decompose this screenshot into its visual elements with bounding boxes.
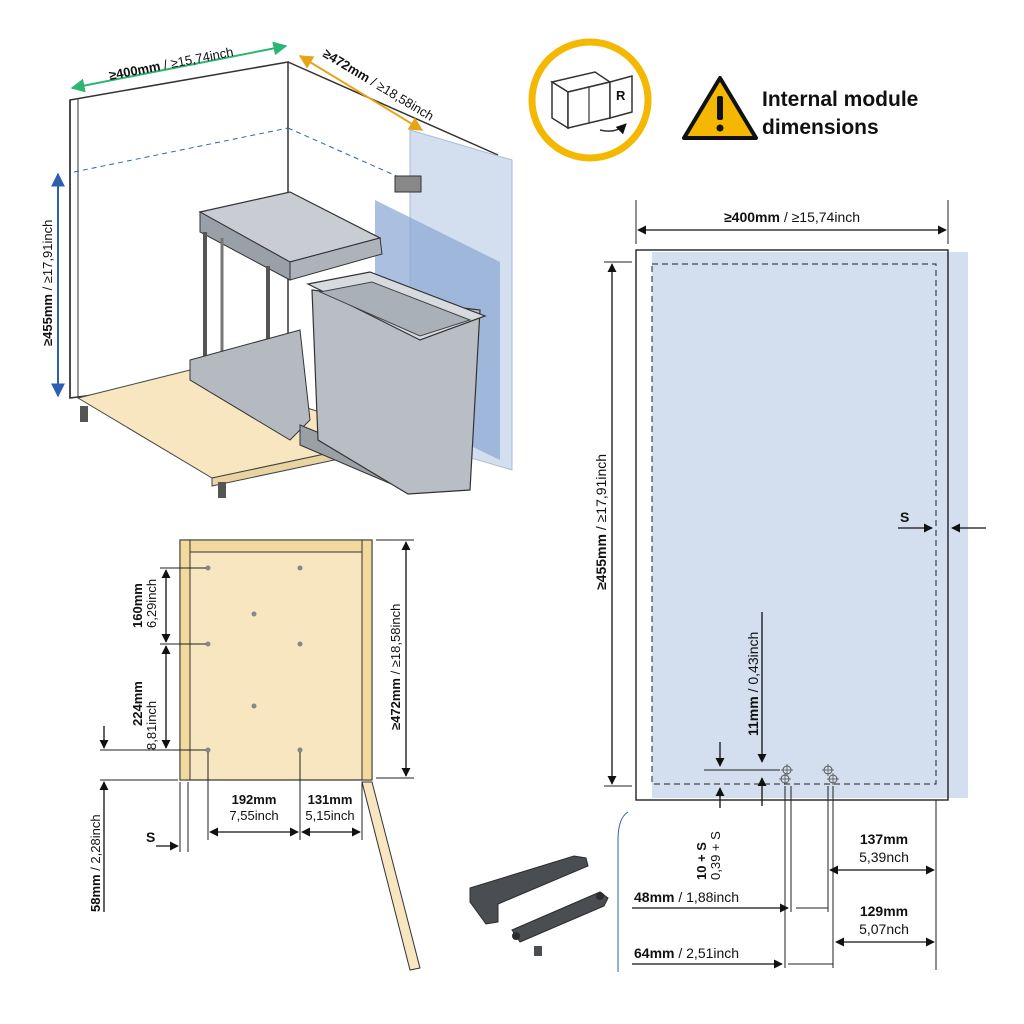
gap-mm: 10 + S [694,842,709,880]
cabinet-3d-view: ≥400mm / ≥15,74inch ≥472mm / ≥18,58inch … [40,41,513,498]
svg-text:≥455mm / ≥17,91inch: ≥455mm / ≥17,91inch [593,454,609,590]
floor-s-label: S [146,829,155,845]
mounting-hole [827,773,839,785]
cabinet-outline [635,249,949,801]
depth-inch-label: ≥18,58inch [374,78,436,124]
mounting-hole [822,764,834,776]
mounting-hole [779,773,791,785]
d160-mm: 160mm [130,583,145,628]
d160-inch: 6,29inch [144,579,159,628]
cabinet-leg [80,406,88,422]
svg-text:64mm / 2,51inch: 64mm / 2,51inch [634,945,739,961]
height-inch-label: ≥17,91inch [40,220,55,284]
d58-mm: 58mm [88,874,103,912]
right-hinge-cabinet-icon: R [528,38,652,162]
svg-text:58mm / 2,28inch: 58mm / 2,28inch [88,814,103,912]
width-mm-label: ≥400mm [108,58,162,83]
dimension-width-arrow [70,41,288,93]
hinge-icon [394,175,422,193]
front-view: ≥400mm / ≥15,74inch ≥455mm / ≥17,91inch … [593,200,986,972]
d131-inch: 5,15inch [305,808,354,823]
title-line-1: Internal module [762,88,919,111]
page-title: Internal module dimensions [762,86,918,142]
front-height-inch: ≥17,91inch [593,454,609,522]
offset-inch: 0,43inch [745,632,761,685]
mounting-hole [781,764,793,776]
d192-mm: 192mm [232,792,277,807]
open-door [361,781,421,971]
gap-inch: 0,39 + S [708,831,723,880]
d472-mm: ≥472mm [388,678,403,730]
dimension-depth-arrow [298,55,424,131]
front-width-mm: ≥400mm [724,209,780,225]
d131-mm: 131mm [308,792,353,807]
dim-129-inch: 5,07nch [859,921,909,937]
floor-plan-view: 160mm 6,29inch 224mm 8,81inch 58mm / 2,2… [88,539,421,971]
cabinet-leg [218,482,226,498]
d472-inch: ≥18,58inch [388,604,403,668]
dim-137-mm: 137mm [860,831,908,847]
dim-64-inch: 2,51inch [686,945,739,961]
dim-48-mm: 48mm [634,889,674,905]
height-mm-label: ≥455mm [40,294,55,346]
d192-inch: 7,55inch [229,808,278,823]
badge-letter: R [616,88,626,103]
title-line-2: dimensions [762,116,879,139]
svg-text:11mm / 0,43inch: 11mm / 0,43inch [745,632,761,736]
dim-64-mm: 64mm [634,945,674,961]
svg-text:48mm / 1,88inch: 48mm / 1,88inch [634,889,739,905]
cabinet-top-edge [287,61,499,156]
svg-text:≥455mm / ≥17,91inch: ≥455mm / ≥17,91inch [40,220,55,346]
front-width-inch: ≥15,74inch [792,209,860,225]
front-height-mm: ≥455mm [593,534,609,590]
internal-module-outline [651,263,937,785]
d224-inch: 8,81inch [144,701,159,750]
dim-137-inch: 5,39nch [859,849,909,865]
d58-inch: 2,28inch [88,814,103,863]
door-panel [652,252,968,798]
front-s-label: S [900,509,909,525]
width-inch-label: ≥15,74inch [169,44,234,71]
dim-129-mm: 129mm [860,903,908,919]
d224-mm: 224mm [130,681,145,726]
svg-text:≥400mm / ≥15,74inch: ≥400mm / ≥15,74inch [724,209,860,225]
warning-triangle-icon [682,76,758,140]
dim-48-inch: 1,88inch [686,889,739,905]
floor-panel [179,539,373,781]
offset-mm: 11mm [745,696,761,736]
hinge-parts-illustration [469,855,609,956]
svg-text:≥472mm / ≥18,58inch: ≥472mm / ≥18,58inch [388,604,403,730]
